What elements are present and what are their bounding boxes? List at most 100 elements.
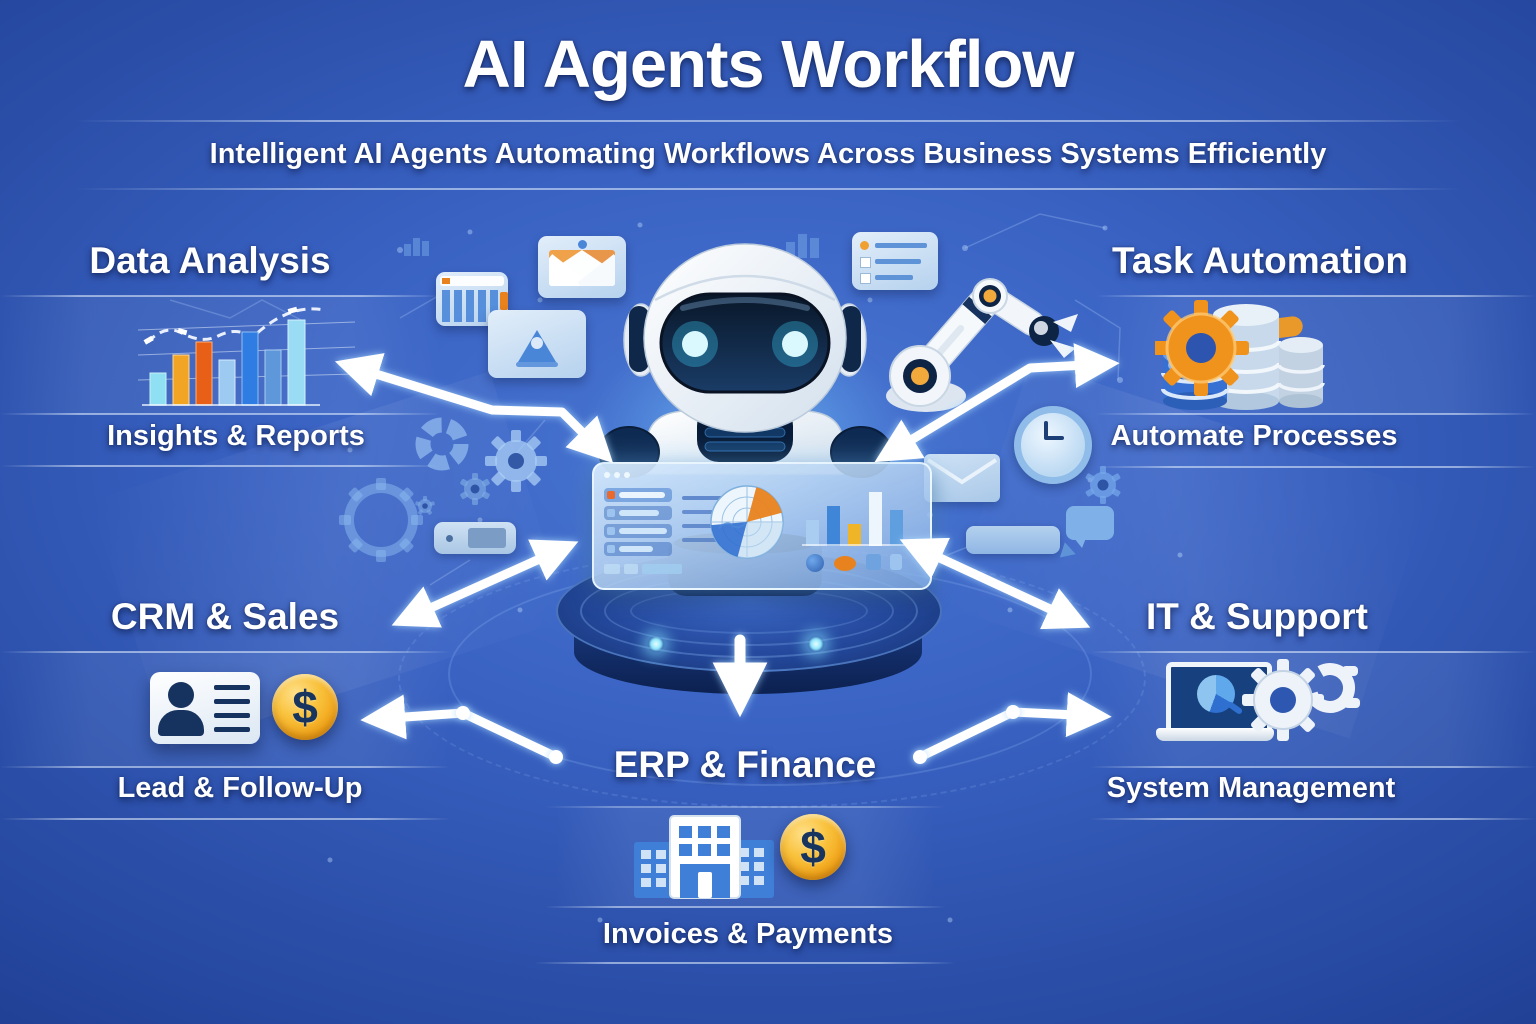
person-icon (168, 682, 194, 708)
ai-robot-icon (598, 243, 892, 478)
section-caption-crm-sales: Lead & Follow-Up (117, 772, 363, 804)
section-title-it-support: IT & Support (1146, 596, 1368, 637)
sidebar-row (604, 506, 672, 520)
section-title-data-analysis: Data Analysis (89, 240, 331, 281)
baseline (802, 544, 910, 546)
divider (0, 295, 440, 297)
email-icon (538, 236, 626, 298)
app-tile-icon (866, 554, 881, 570)
chat-bubble-icon (1066, 506, 1114, 548)
orange-blob-icon (834, 556, 856, 571)
bar (806, 520, 819, 546)
section-band (1090, 652, 1536, 766)
card-line (214, 685, 250, 690)
row-bar (619, 510, 659, 516)
checkbox (860, 273, 871, 284)
envelope-flap-lines (926, 458, 998, 485)
divider (0, 465, 440, 467)
text-line (682, 524, 722, 528)
divider (1096, 466, 1536, 468)
calendar-tab (500, 292, 508, 310)
platform-light (808, 636, 824, 652)
bar-chart-icon (137, 306, 356, 406)
window-dot (604, 472, 610, 478)
section-title-crm-sales: CRM & Sales (110, 596, 340, 637)
list-line (875, 243, 927, 248)
divider (1090, 818, 1536, 820)
card-line (214, 713, 250, 718)
analytics-dashboard-icon (592, 462, 932, 590)
radar-chart-icon (710, 485, 784, 559)
section-title-erp-finance: ERP & Finance (613, 744, 877, 785)
divider (1090, 766, 1536, 768)
calendar-header (440, 276, 504, 286)
row-bar (619, 546, 653, 552)
card-line (214, 699, 250, 704)
globe-icon (806, 554, 824, 572)
sidebar-row (604, 524, 672, 538)
dollar-coin-icon: $ (780, 814, 846, 880)
chat-bubble-icon (966, 526, 1060, 554)
orange-gear-icon (1155, 300, 1249, 396)
divider (545, 906, 945, 908)
divider (0, 766, 450, 768)
divider (1096, 295, 1536, 297)
window-dot (614, 472, 620, 478)
list-line (875, 275, 913, 280)
footer-pill (624, 564, 638, 574)
page-subtitle: Intelligent AI Agents Automating Workflo… (209, 138, 1327, 170)
row-bar (619, 528, 667, 534)
section-caption-erp-finance: Invoices & Payments (602, 918, 894, 950)
app-tile-icon (890, 554, 902, 570)
bar (827, 506, 840, 546)
bar (869, 492, 882, 546)
window-dot (624, 472, 630, 478)
divider (0, 818, 450, 820)
dollar-symbol: $ (800, 821, 826, 873)
divider (0, 413, 440, 415)
notification-dot (578, 240, 587, 249)
divider (1090, 651, 1536, 653)
sidebar-row (604, 488, 672, 502)
row-icon (607, 509, 615, 517)
card-line (214, 727, 250, 732)
mini-bar-chart-icon (802, 476, 914, 546)
platform-light (648, 636, 664, 652)
list-bullet (860, 241, 869, 250)
robot-visor (659, 292, 831, 394)
section-caption-task-automation: Automate Processes (1110, 420, 1398, 452)
divider (545, 806, 945, 808)
automation-gear-database-icon (1155, 300, 1325, 410)
row-icon (607, 527, 615, 535)
row-icon (607, 545, 615, 553)
divider (1096, 413, 1536, 415)
envelope-body (549, 250, 615, 286)
bar (890, 510, 903, 546)
header-divider-top (75, 120, 1461, 122)
laptop-base (1156, 728, 1274, 741)
section-title-task-automation: Task Automation (1111, 240, 1409, 281)
section-caption-it-support: System Management (1106, 772, 1396, 804)
checklist-icon (852, 232, 938, 290)
footer-pill (642, 564, 682, 574)
row-icon (607, 491, 615, 499)
checkbox (860, 257, 871, 268)
row-bar (619, 492, 665, 498)
person-shoulders (158, 710, 204, 736)
footer-pill (604, 564, 620, 574)
sidebar-row (604, 542, 672, 556)
header-divider-bottom (75, 188, 1461, 190)
robot-eye (782, 331, 808, 357)
section-caption-data-analysis: Insights & Reports (107, 420, 365, 452)
dollar-symbol: $ (292, 681, 318, 733)
contact-card-icon (150, 672, 260, 744)
text-line (682, 538, 734, 542)
small-gear-icon (1085, 466, 1121, 504)
robot-eye (682, 331, 708, 357)
office-buildings-icon (634, 815, 774, 899)
calendar-accent (442, 278, 450, 284)
divider (0, 651, 450, 653)
divider (535, 962, 955, 964)
list-line (875, 259, 921, 264)
